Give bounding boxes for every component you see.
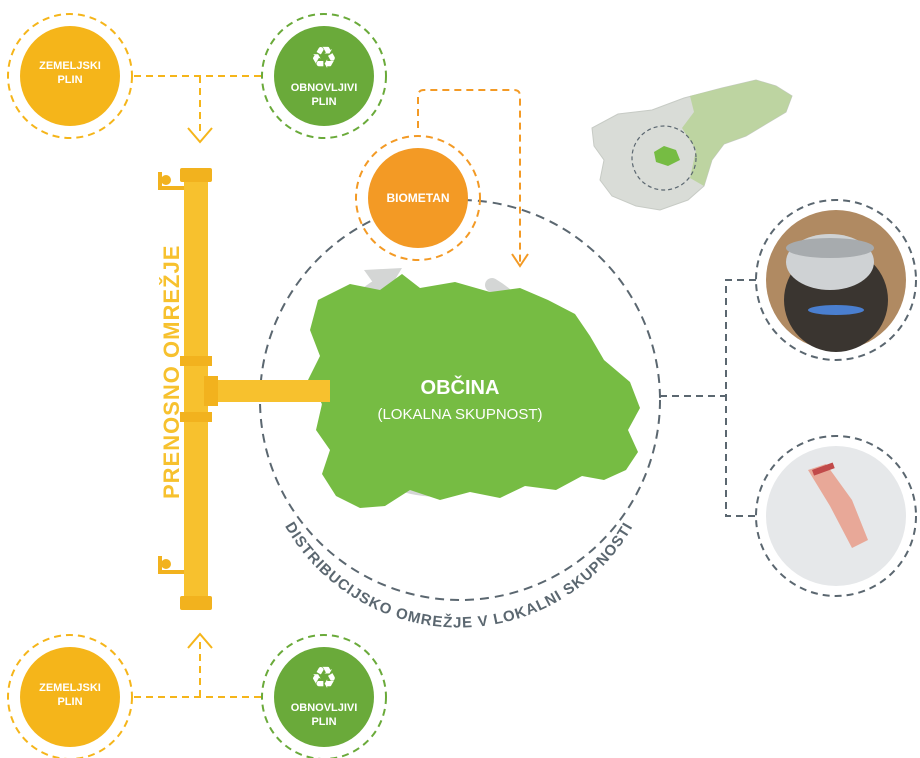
municipality-title: OBČINA <box>420 377 500 399</box>
washing-photo-ring <box>755 435 917 597</box>
arrow-down-icon <box>511 253 529 268</box>
cycle-arrowhead-icon <box>364 268 402 298</box>
natural-gas-ring-bottom <box>7 634 133 758</box>
municipality-subtitle: (LOKALNA SKUPNOST) <box>377 406 543 423</box>
renewable-gas-circle-bottom <box>274 647 374 747</box>
natural-gas-ring-top <box>7 13 133 139</box>
arrow-down-icon <box>187 127 213 144</box>
valve-handle-icon <box>161 175 171 185</box>
distribution-pipe <box>208 380 330 402</box>
biomethane-circle <box>368 148 468 248</box>
valve-bottom-icon <box>158 556 184 574</box>
hands-icon <box>808 464 868 548</box>
renewable-gas-ring-top <box>261 13 387 139</box>
renewable-gas-circle-top <box>274 26 374 126</box>
recycle-icon: ♻ <box>310 42 338 75</box>
sleeve-icon <box>811 462 835 476</box>
distribution-network-label: DISTRIBUCIJSKO OMREŽJE V LOKALNI SKUPNOS… <box>281 519 635 631</box>
biomethane-ring <box>355 135 481 261</box>
gas-flame-icon <box>808 305 864 315</box>
natural-gas-circle-bottom <box>20 647 120 747</box>
valve-top-icon <box>158 172 184 190</box>
pipe-joint-lower <box>180 412 212 422</box>
pipe-flange-top <box>180 168 212 182</box>
connector-photos <box>725 279 756 517</box>
municipality-map <box>308 274 640 508</box>
valve-handle-icon <box>161 559 171 569</box>
pot-rim-icon <box>786 238 874 258</box>
renewable-gas-ring-bottom <box>261 634 387 758</box>
map-municipality-marker <box>654 146 680 166</box>
distribution-circle <box>259 199 661 601</box>
pipe-flange-bottom <box>180 596 212 610</box>
map-highlight-ring <box>631 125 697 191</box>
recycle-icon: ♻ <box>310 662 338 695</box>
biomethane-label: BIOMETAN <box>386 191 450 205</box>
pipe-coupling <box>204 376 218 406</box>
transmission-network-label: PRENOSNO OMREŽJE <box>159 244 184 499</box>
pipe-joint-upper <box>180 356 212 366</box>
svg-text:DISTRIBUCIJSKO OMREŽJE V LOKAL: DISTRIBUCIJSKO OMREŽJE V LOKALNI SKUPNOS… <box>281 519 636 631</box>
slovenia-map-green-region <box>682 80 792 186</box>
connector-biomethane <box>417 89 521 262</box>
arrow-up-icon <box>187 632 213 649</box>
cooking-photo-ring <box>755 199 917 361</box>
natural-gas-circle-top <box>20 26 120 126</box>
